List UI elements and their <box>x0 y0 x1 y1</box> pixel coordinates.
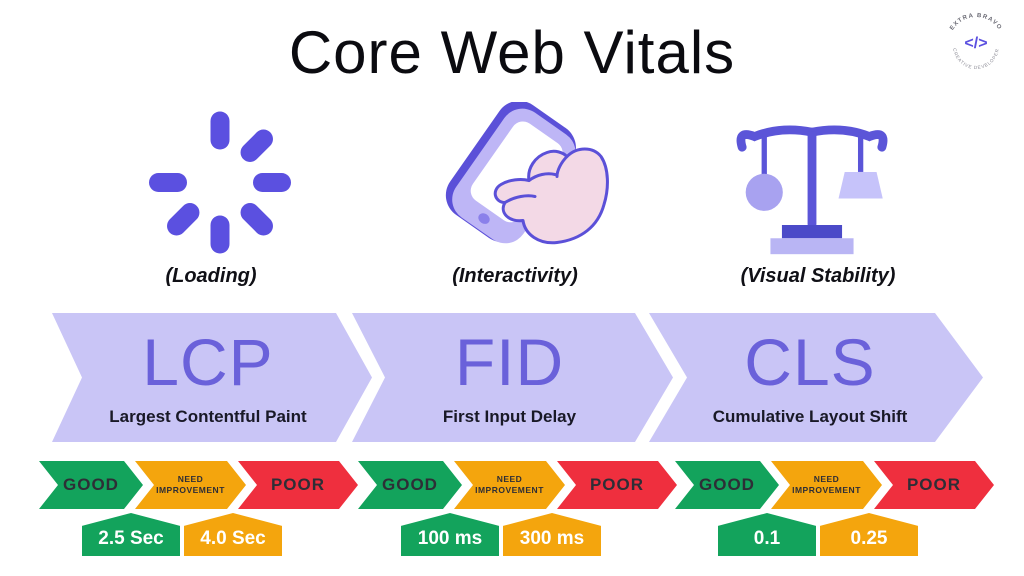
balance-scale-icon <box>736 125 888 255</box>
metric-arrow-fid: FID First Input Delay <box>352 313 673 442</box>
page-title: Core Web Vitals <box>288 19 736 86</box>
category-label-loading: (Loading) <box>165 265 257 287</box>
rating-chevron-good: GOOD <box>358 461 462 509</box>
category-label-visual-stability: (Visual Stability) <box>740 265 896 287</box>
threshold-badge-need: 0.25 <box>820 513 918 556</box>
threshold-badge-good: 100 ms <box>401 513 499 556</box>
category-label-interactivity: (Interactivity) <box>452 265 578 287</box>
metric-acronym-cls: CLS <box>744 324 876 399</box>
brand-logo: EXTRA BRAVO CREATIVE DEVELOPER </> <box>949 13 1002 70</box>
metric-fullname-cls: Cumulative Layout Shift <box>712 406 908 426</box>
rating-chevron-need-improvement: NEED IMPROVEMENT <box>135 461 246 509</box>
threshold-badge-good: 0.1 <box>718 513 816 556</box>
rating-chevron-poor: POOR <box>557 461 677 509</box>
loading-spinner-icon <box>149 111 291 253</box>
metric-acronym-fid: FID <box>454 324 565 399</box>
metric-fullname-lcp: Largest Contentful Paint <box>109 406 307 426</box>
rating-group-lcp: GOOD NEED IMPROVEMENT POOR 2.5 Sec 4.0 S… <box>39 461 361 556</box>
metric-acronym-lcp: LCP <box>142 324 274 399</box>
rating-chevron-poor: POOR <box>874 461 994 509</box>
threshold-badge-need: 4.0 Sec <box>184 513 282 556</box>
rating-chevron-good: GOOD <box>39 461 143 509</box>
rating-group-cls: GOOD NEED IMPROVEMENT POOR 0.1 0.25 <box>675 461 997 556</box>
threshold-badge-need: 300 ms <box>503 513 601 556</box>
rating-chevron-poor: POOR <box>238 461 358 509</box>
metric-arrow-cls: CLS Cumulative Layout Shift <box>649 313 983 442</box>
rating-chevron-need-improvement: NEED IMPROVEMENT <box>771 461 882 509</box>
threshold-badge-good: 2.5 Sec <box>82 513 180 556</box>
metric-arrow-lcp: LCP Largest Contentful Paint <box>52 313 372 442</box>
touch-phone-icon <box>445 102 609 245</box>
rating-chevron-need-improvement: NEED IMPROVEMENT <box>454 461 565 509</box>
metric-fullname-fid: First Input Delay <box>442 406 577 426</box>
brand-arc-top-label: EXTRA BRAVO <box>949 13 1002 32</box>
code-icon: </> <box>964 35 987 52</box>
rating-chevron-good: GOOD <box>675 461 779 509</box>
rating-group-fid: GOOD NEED IMPROVEMENT POOR 100 ms 300 ms <box>358 461 680 556</box>
